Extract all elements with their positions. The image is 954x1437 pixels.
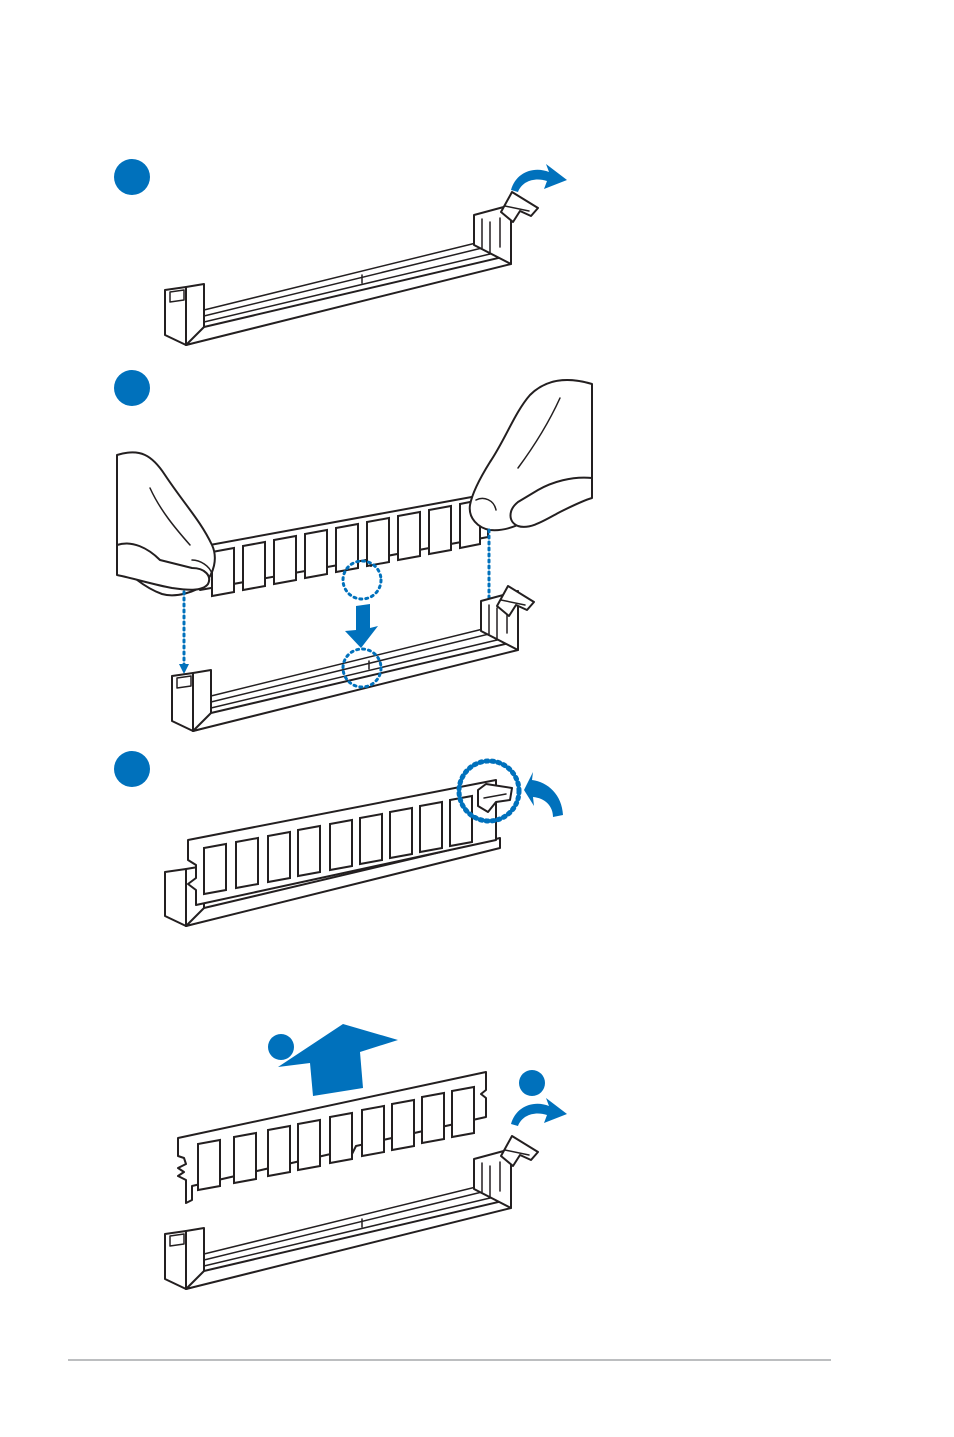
dimm-slot-icon (165, 205, 511, 345)
down-arrow-icon (345, 604, 378, 648)
footer-rule (68, 1359, 831, 1361)
memory-module-icon (188, 494, 488, 596)
step-badge-remove-1 (519, 1070, 545, 1096)
step-badge-1 (114, 159, 150, 195)
step-badge-2 (114, 370, 150, 406)
curved-arrow-icon (524, 772, 563, 817)
curved-arrow-icon (511, 164, 567, 192)
step-1-figure (114, 159, 567, 345)
step-badge-3 (114, 751, 150, 787)
step-2-figure (114, 370, 592, 731)
curved-arrow-icon (511, 1098, 567, 1126)
retaining-clip-icon (501, 192, 538, 222)
up-arrow-icon (278, 1024, 398, 1096)
step-3-figure (114, 751, 563, 926)
retaining-clip-icon (501, 1136, 538, 1166)
notch-highlight-icon (343, 561, 381, 599)
remove-figure (165, 1024, 567, 1289)
step-badge-remove-2 (268, 1034, 294, 1060)
